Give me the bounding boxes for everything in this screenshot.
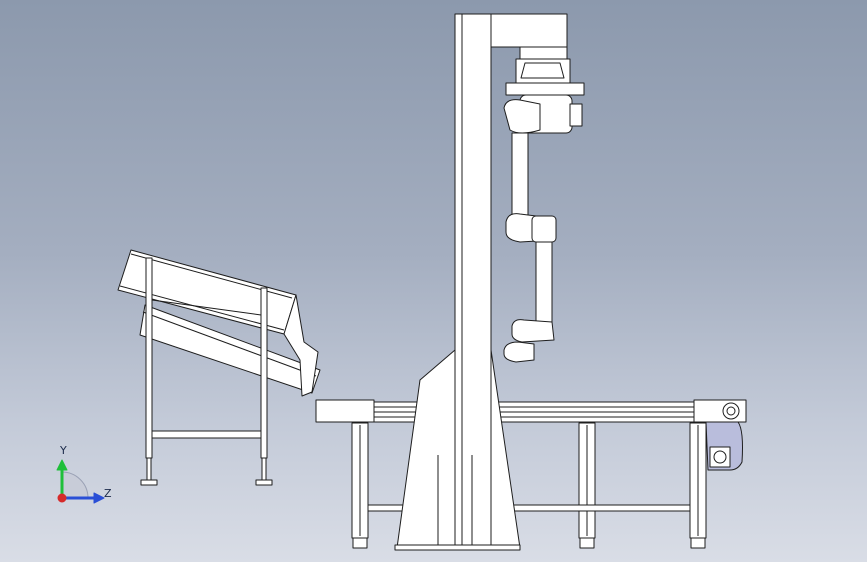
hopper-edge-lower [142, 311, 317, 377]
robot-upper-link [511, 132, 529, 216]
conveyor-foot-1 [352, 537, 368, 549]
conveyor-foot-2 [579, 537, 595, 549]
tilted-hopper-feeder[interactable] [117, 249, 321, 397]
drive-motor-shaft [713, 450, 727, 464]
robot-forearm-link [535, 241, 553, 323]
robot-elbow-cap [531, 215, 557, 243]
robot-wrist-joint [511, 319, 555, 343]
hopper-side-panel [139, 304, 321, 394]
mast-top-bracket[interactable] [490, 13, 585, 96]
frame-foot-right-stem [261, 457, 267, 481]
triad-base-disc [61, 471, 89, 499]
conveyor-foot-3 [690, 537, 706, 549]
robot-arm[interactable] [503, 94, 583, 363]
robot-wrist-flange [503, 341, 535, 363]
coordinate-triad [56, 459, 105, 504]
frame-diagonal [151, 299, 262, 316]
conveyor-infeed-end [315, 399, 375, 423]
frame-foot-left-stem [146, 457, 152, 481]
hopper-support-frame[interactable] [140, 257, 273, 486]
frame-leg-left [145, 257, 153, 459]
robot-mast-column[interactable] [394, 13, 521, 551]
top-arm-flange [519, 46, 568, 60]
frame-foot-left-pad [140, 479, 158, 486]
belt-conveyor[interactable] [315, 399, 747, 471]
mount-detail [520, 62, 565, 79]
mount-flange [505, 82, 585, 96]
hopper-chute [283, 294, 319, 397]
conveyor-legs[interactable] [351, 422, 707, 549]
robot-shoulder-joint [503, 99, 541, 134]
triad-y-label: Y [59, 444, 67, 457]
conveyor-lower-rail [367, 504, 691, 512]
top-arm [490, 13, 568, 48]
mast-base-plate [394, 544, 521, 551]
mast-column [454, 13, 492, 549]
drive-roller-hub [726, 406, 736, 416]
triad-z-label: Z [104, 487, 112, 500]
robot-shoulder-cap [569, 103, 583, 127]
frame-leg-right [260, 287, 268, 459]
triad-z-arrow [93, 492, 105, 504]
frame-crossbar [151, 430, 262, 439]
frame-foot-right-pad [255, 479, 273, 486]
triad-y-arrow [56, 459, 68, 471]
triad-x-origin [57, 493, 67, 503]
